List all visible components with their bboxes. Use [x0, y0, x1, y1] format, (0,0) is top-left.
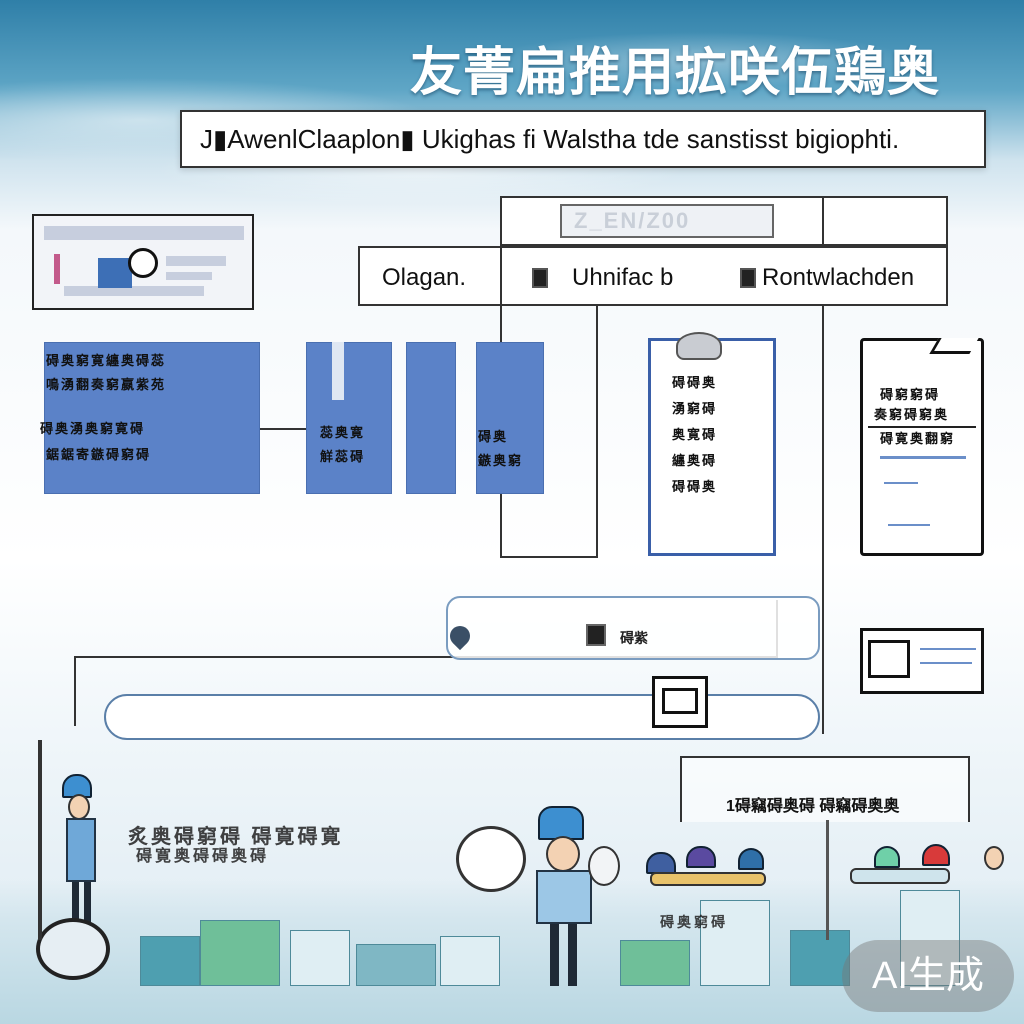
card-line: 鋸鋸寄鏃碍窮碍 — [46, 447, 152, 462]
info-card-quaternary[interactable] — [476, 342, 544, 494]
thumbnail-image — [98, 258, 132, 288]
image-card[interactable] — [860, 628, 984, 694]
worker-leg — [550, 924, 559, 986]
info-card-tertiary[interactable] — [406, 342, 456, 494]
tab-checkbox-icon[interactable] — [532, 268, 548, 288]
thumbnail-bar — [64, 286, 204, 296]
card-line: 碍奥窮寛纏奥碍蕊 — [46, 353, 167, 368]
connector-line — [74, 656, 76, 726]
building — [900, 890, 960, 986]
mobile-preview-card[interactable] — [860, 338, 984, 556]
thumbnail-bar — [44, 226, 244, 240]
thumbnail-accent — [54, 254, 60, 284]
connector-line — [822, 306, 824, 734]
building — [290, 930, 350, 986]
building — [200, 920, 280, 986]
monitor-screen-icon — [662, 688, 698, 714]
card-line: 碍奥湧奥窮寛碍 — [40, 421, 146, 436]
worker-leg — [568, 924, 577, 986]
worker-figure — [66, 818, 96, 882]
thumbnail-bar — [166, 272, 212, 280]
tab-checkbox-icon[interactable] — [740, 268, 756, 288]
detail-card[interactable] — [648, 338, 776, 556]
helmet-icon — [922, 844, 950, 866]
worker-leg — [72, 882, 79, 942]
illustration-text: 碍寛奥碍碍奥碍 — [136, 848, 270, 865]
connector-line — [256, 428, 308, 430]
checkbox-icon[interactable] — [586, 624, 606, 646]
vehicle-icon — [850, 868, 950, 884]
tab-bar — [358, 246, 948, 306]
worker-figure — [536, 870, 592, 924]
top-tab[interactable] — [560, 204, 774, 238]
info-card-secondary[interactable] — [306, 342, 392, 494]
tab-divider — [822, 196, 824, 246]
worker-leg — [84, 882, 91, 942]
tab-rontwlachden[interactable]: Rontwlachden — [762, 264, 915, 291]
pin-icon — [676, 332, 722, 360]
helmet-icon — [646, 852, 676, 874]
illustration-text: 碍奥窮碍 — [660, 914, 728, 930]
search-row[interactable] — [446, 596, 820, 660]
vehicle-icon — [650, 872, 766, 886]
phone-text-bar — [884, 482, 918, 484]
subtitle-banner — [180, 110, 986, 168]
building — [140, 936, 200, 986]
footer-banner-text: 1碍竊碍奥碍 碍竊碍奥奥 — [726, 798, 900, 815]
illustration-text: 炙奥碍窮碍 碍寛碍寛 — [128, 826, 344, 848]
card-line: 觧蕊碍 — [320, 449, 366, 464]
footer-banner — [680, 756, 970, 822]
image-card-line — [920, 648, 976, 650]
detail-line: 湧窮碍 — [672, 401, 718, 416]
person-head — [546, 836, 580, 872]
person-head — [68, 794, 90, 820]
phone-line: 碍寛奥翻窮 — [880, 431, 956, 446]
detail-line: 碍碍奥 — [672, 479, 718, 494]
building — [620, 940, 690, 986]
ai-generated-watermark: AI生成 — [842, 940, 1014, 1012]
image-card-line — [920, 662, 972, 664]
tab-uhnifac[interactable]: Uhnifac b — [572, 264, 674, 291]
detail-line: 碍碍奥 — [672, 375, 718, 390]
monitor-icon[interactable] — [652, 676, 708, 728]
building — [700, 900, 770, 986]
card-highlight — [332, 342, 344, 400]
phone-text-bar — [888, 524, 930, 526]
image-placeholder-icon — [868, 640, 910, 678]
detail-line: 奥寛碍 — [672, 427, 718, 442]
thumbnail-bar — [166, 256, 226, 266]
speech-bubble-icon — [456, 826, 526, 892]
phone-divider — [868, 426, 976, 428]
phone-text-bar — [880, 456, 966, 459]
detail-line: 纏奥碍 — [672, 453, 718, 468]
building — [790, 930, 850, 986]
phone-line: 奏窮碍窮奥 — [874, 407, 950, 422]
wide-input-field[interactable] — [104, 694, 820, 740]
pole — [38, 740, 42, 940]
avatar-icon — [128, 248, 158, 278]
helmet-icon — [686, 846, 716, 868]
phone-line: 碍窮窮碍 — [880, 387, 941, 402]
connector-line — [74, 656, 778, 658]
pole — [826, 820, 829, 940]
card-line: 鏃奥窮 — [478, 453, 524, 468]
card-line: 鳴湧翻奏窮嬴紫苑 — [46, 377, 167, 392]
connector-line — [596, 306, 598, 558]
subtitle-text: J▮AwenlClaaplon▮ Ukighas fi Walstha tde … — [200, 124, 900, 154]
tab-olagan[interactable]: Olagan. — [382, 264, 467, 291]
building — [356, 944, 436, 986]
info-card-primary[interactable] — [44, 342, 260, 494]
helmet-icon — [538, 806, 584, 840]
card-line: 碍奥 — [478, 429, 509, 444]
page-title: 友菁扁推用拡咲伍鶏奥 — [410, 44, 941, 102]
paddle-icon — [588, 846, 620, 886]
helmet-icon — [738, 848, 764, 870]
helmet-icon — [874, 846, 900, 868]
search-row-label: 碍紫 — [620, 630, 648, 646]
building — [440, 936, 500, 986]
card-line: 蕊奥寛 — [320, 425, 366, 440]
person-head — [984, 846, 1004, 870]
top-tab-label: Z_EN/Z00 — [574, 208, 691, 233]
wheel-icon — [36, 918, 110, 980]
